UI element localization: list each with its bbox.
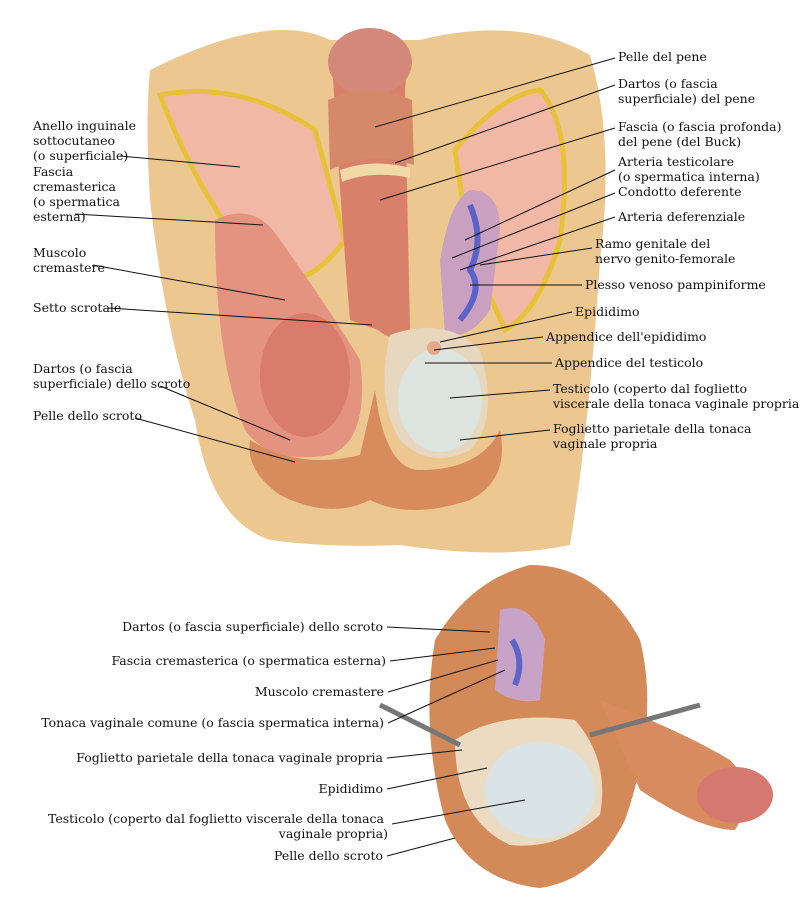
leader-dartos-scroto [159, 385, 291, 441]
label-appendice-epididimo: Appendice dell'epididimo [545, 329, 706, 344]
label-muscolo-cremastere: Muscolo cremastere [33, 245, 105, 275]
leader-dartos-pene [394, 84, 616, 164]
label-plesso-venoso: Plesso venoso pampiniforme [585, 277, 766, 292]
label-foglietto-parietale: Foglietto parietale della tonaca vaginal… [552, 421, 755, 451]
upper-leader-lines [74, 57, 616, 463]
pampiniform-plexus [457, 203, 481, 322]
lower-labels: Dartos (o fascia superficiale) dello scr… [41, 619, 388, 863]
label-condotto-deferente: Condotto deferente [618, 184, 741, 199]
left-retractor [378, 702, 462, 748]
label-lower-testicolo: Testicolo (coperto dal foglietto viscera… [48, 811, 388, 841]
label-testicolo: Testicolo (coperto dal foglietto viscera… [552, 381, 800, 411]
label-fascia-cremasterica: Fascia cremasterica (o spermatica estern… [33, 164, 124, 224]
label-ramo-genitale: Ramo genitale del nervo genito-femorale [595, 236, 735, 266]
leader-arteria-testicolare [464, 169, 616, 241]
leader-appendice-epididimo [433, 336, 544, 351]
label-appendice-testicolo: Appendice del testicolo [554, 355, 703, 370]
appendix-epididymis [427, 341, 441, 355]
leader-setto-scrotale [107, 307, 373, 326]
label-lower-dartos: Dartos (o fascia superficiale) dello scr… [122, 619, 383, 634]
label-dartos-pene: Dartos (o fascia superficiale) del pene [618, 76, 755, 106]
upper-illustration [147, 28, 606, 553]
label-lower-muscolo-cremastere: Muscolo cremastere [255, 684, 384, 699]
glans [328, 28, 412, 96]
leader-fascia-cremasterica [74, 213, 264, 226]
leader-arteria-deferenziale [459, 216, 616, 271]
leader-lower-dartos [386, 626, 491, 633]
leader-fascia-buck [379, 127, 616, 201]
leader-lower-fascia-cremasterica [389, 647, 496, 662]
label-pelle-pene: Pelle del pene [618, 49, 707, 64]
leader-foglietto-parietale [459, 429, 551, 441]
label-lower-pelle-scroto: Pelle dello scroto [274, 848, 383, 863]
label-fascia-buck: Fascia (o fascia profonda) del pene (del… [618, 119, 785, 149]
leader-ramo-genitale [479, 247, 593, 266]
lower-illustration [378, 565, 773, 888]
scrotal-skin-folds [249, 390, 502, 510]
leader-condotto-deferente [451, 192, 616, 259]
label-setto-scrotale: Setto scrotale [33, 300, 121, 315]
leader-muscolo-cremastere [92, 264, 286, 301]
label-lower-epididimo: Epididimo [318, 781, 383, 796]
label-anello: Anello inguinale sottocutaneo (o superfi… [32, 118, 140, 163]
upper-right-labels: Pelle del pene Dartos (o fascia superfic… [545, 49, 800, 451]
right-retractor [589, 702, 701, 738]
label-lower-tonaca-comune: Tonaca vaginale comune (o fascia spermat… [41, 715, 384, 730]
leader-lower-muscolo-cremastere [387, 659, 499, 693]
leader-pelle-pene [374, 57, 616, 128]
label-epididimo: Epididimo [575, 304, 640, 319]
lower-glans [697, 767, 773, 823]
upper-left-labels: Anello inguinale sottocutaneo (o superfi… [32, 118, 190, 423]
leader-lower-foglietto-parietale [386, 749, 463, 759]
label-pelle-scroto: Pelle dello scroto [33, 408, 142, 423]
leader-pelle-scroto [134, 417, 296, 463]
right-testis [398, 348, 482, 452]
fascia-band [340, 163, 410, 182]
left-testis-covered [260, 313, 350, 437]
label-lower-foglietto-parietale: Foglietto parietale della tonaca vaginal… [76, 750, 383, 765]
leader-lower-pelle-scroto [386, 837, 456, 857]
penis-skin-band [328, 91, 414, 170]
leader-lower-testicolo [391, 799, 526, 825]
label-dartos-scroto: Dartos (o fascia superficiale) dello scr… [33, 361, 190, 391]
label-arteria-deferenziale: Arteria deferenziale [617, 209, 745, 224]
leader-lower-tonaca-comune [387, 669, 506, 724]
leader-epididimo [439, 311, 573, 343]
lower-testis [485, 742, 595, 838]
lower-plexus [509, 638, 523, 687]
leader-testicolo [449, 389, 551, 399]
label-arteria-testicolare: Arteria testicolare (o spermatica intern… [617, 154, 760, 184]
leader-anello [119, 155, 241, 168]
leader-lower-epididimo [386, 767, 488, 790]
lower-leader-lines [386, 626, 526, 857]
label-lower-fascia-cremasterica: Fascia cremasterica (o spermatica estern… [111, 653, 386, 668]
